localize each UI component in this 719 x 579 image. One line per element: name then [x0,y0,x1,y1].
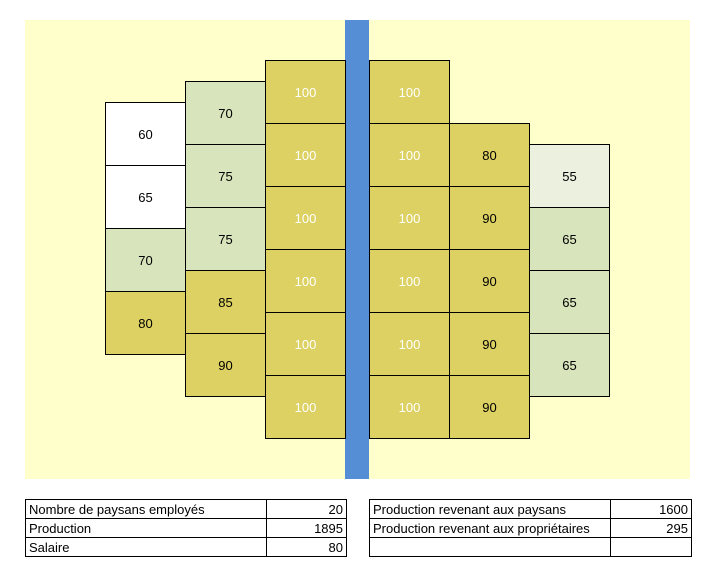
peasants-production-label: Production revenant aux paysans [369,499,611,519]
plot-cell: 75 [185,207,266,271]
peasants-production-value: 1600 [610,499,692,519]
plot-cell: 80 [449,123,530,187]
plot-cell: 90 [449,186,530,250]
summary-table-left: Nombre de paysans employés 20 Production… [25,499,347,557]
plot-cell: 65 [529,270,610,334]
plot-cell: 90 [449,249,530,313]
table-row: Salaire 80 [25,537,347,557]
owners-production-label: Production revenant aux propriétaires [369,518,611,538]
owners-production-value: 295 [610,518,692,538]
plot-cell: 80 [105,291,186,355]
plot-cell: 100 [265,375,346,439]
plot-cell: 65 [529,207,610,271]
table-row [369,537,692,557]
plot-cell: 100 [265,249,346,313]
empty-cell [610,537,692,557]
plot-cell: 100 [265,186,346,250]
plot-cell: 90 [449,312,530,376]
plot-cell: 100 [369,123,450,187]
plot-cell: 70 [185,81,266,145]
plot-cell: 100 [369,186,450,250]
production-label: Production [25,518,267,538]
salary-value: 80 [266,537,347,557]
plot-cell: 55 [529,144,610,208]
river [345,20,369,479]
employed-value: 20 [266,499,347,519]
plot-cell: 90 [185,333,266,397]
plot-cell: 100 [265,123,346,187]
salary-label: Salaire [25,537,267,557]
plot-cell: 65 [105,165,186,229]
empty-cell [369,537,611,557]
table-row: Production revenant aux propriétaires 29… [369,518,692,538]
plot-cell: 65 [529,333,610,397]
plot-cell: 85 [185,270,266,334]
employed-label: Nombre de paysans employés [25,499,267,519]
plot-cell: 60 [105,102,186,166]
plot-cell: 100 [265,60,346,124]
table-row: Production 1895 [25,518,347,538]
production-value: 1895 [266,518,347,538]
plot-cell: 100 [369,60,450,124]
plot-cell: 100 [369,312,450,376]
plot-cell: 90 [449,375,530,439]
table-row: Nombre de paysans employés 20 [25,499,347,519]
plot-cell: 75 [185,144,266,208]
summary-table-right: Production revenant aux paysans 1600 Pro… [369,499,692,557]
plot-cell: 100 [369,375,450,439]
plot-cell: 100 [265,312,346,376]
table-row: Production revenant aux paysans 1600 [369,499,692,519]
plot-cell: 70 [105,228,186,292]
plot-cell: 100 [369,249,450,313]
